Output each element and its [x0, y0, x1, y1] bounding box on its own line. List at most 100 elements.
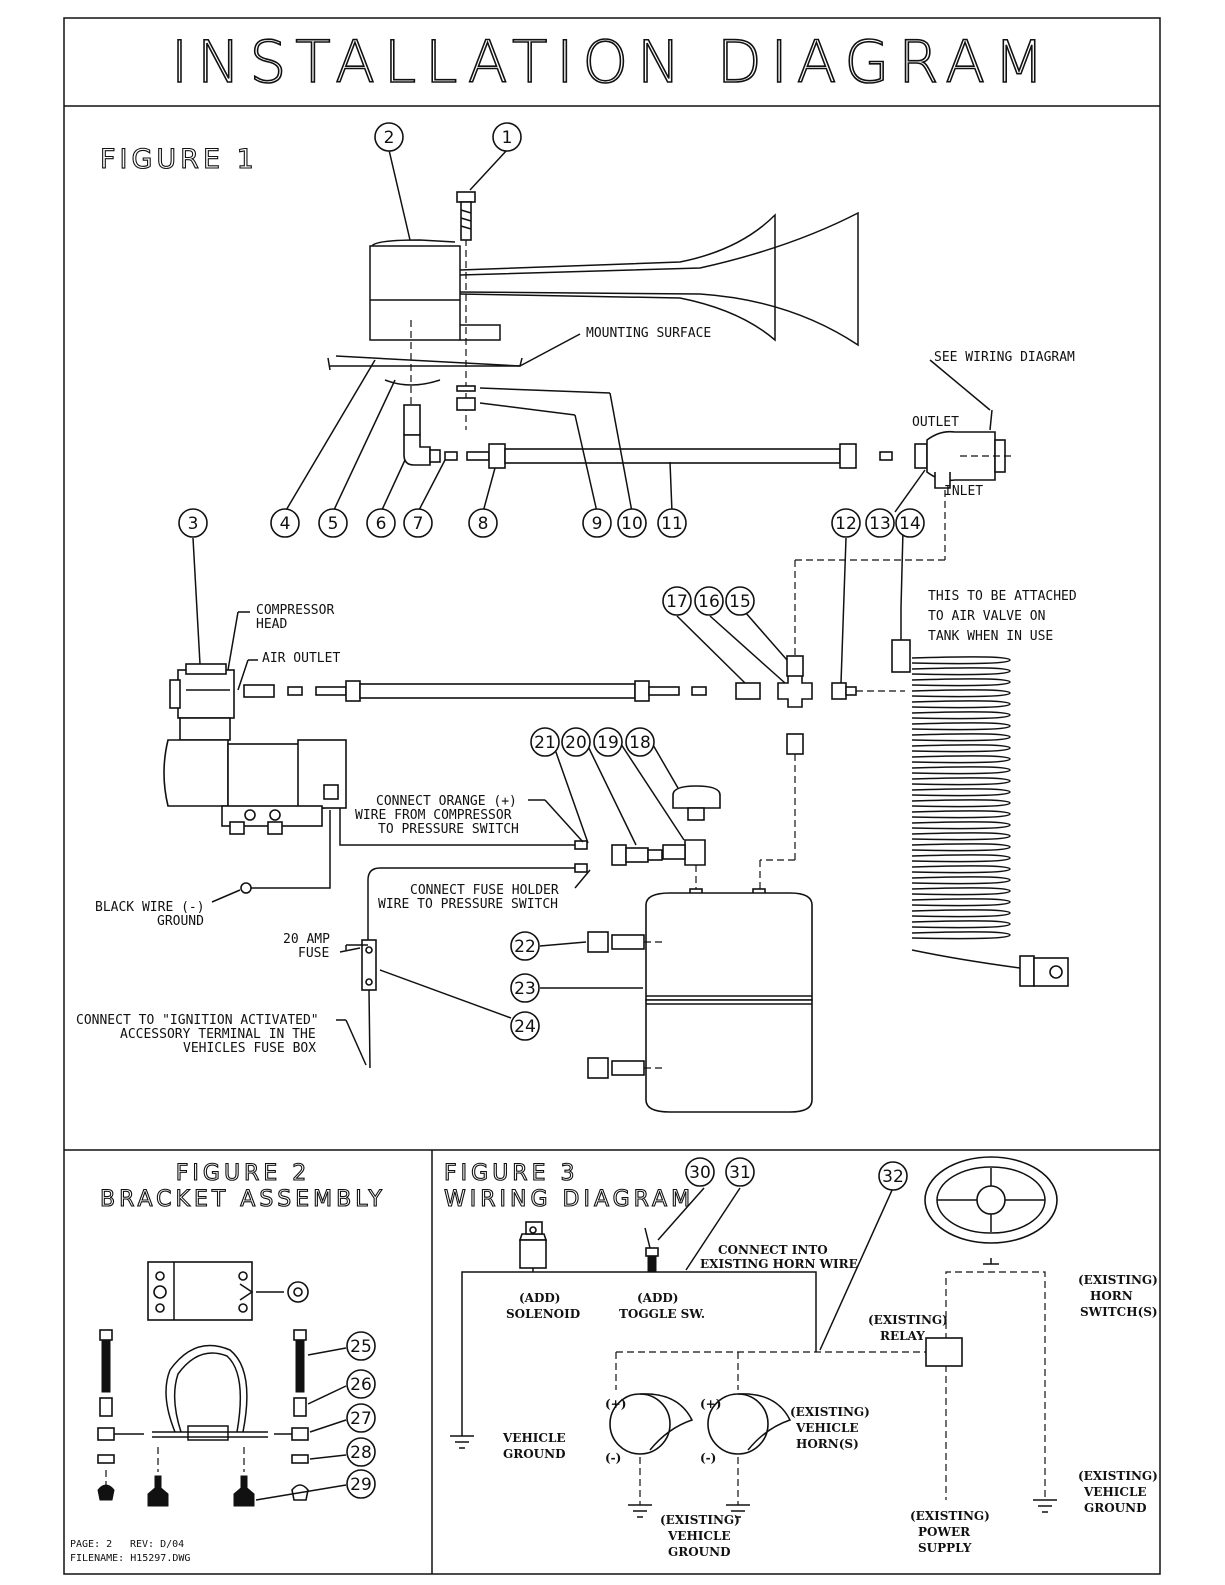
existing-relay-1: (EXISTING): [868, 1313, 948, 1327]
part-callout-circle: [510, 1011, 540, 1041]
existing-vehicle-ground-3: GROUND: [668, 1545, 731, 1559]
existing-horns-1: (EXISTING): [790, 1405, 870, 1419]
part-callout-circle: [346, 1331, 376, 1361]
part-callout-32: 32: [878, 1161, 908, 1191]
existing-horn-switch-1: (EXISTING): [1078, 1273, 1158, 1287]
part-callout-17: 17: [662, 586, 692, 616]
part-callout-circle: [346, 1437, 376, 1467]
connect-fuse-holder-label-2: WIRE TO PRESSURE SWITCH: [378, 897, 558, 912]
part-callout-30: 30: [685, 1157, 715, 1187]
attach-note-line-1: THIS TO BE ATTACHED: [928, 589, 1077, 604]
part-callout-6: 6: [366, 508, 396, 538]
footer-page: PAGE: 2: [70, 1539, 112, 1550]
existing-vehicle-ground-1: (EXISTING): [660, 1513, 740, 1527]
part-callout-22: 22: [510, 931, 540, 961]
part-callout-9: 9: [582, 508, 612, 538]
part-callout-number: 11: [661, 514, 683, 534]
footer-rev: REV: D/04: [130, 1539, 184, 1550]
part-callout-circle: [662, 586, 692, 616]
part-callout-21: 21: [530, 727, 560, 757]
part-callout-25: 25: [346, 1331, 376, 1361]
part-callout-circle: [582, 508, 612, 538]
part-callout-number: 17: [666, 592, 688, 612]
part-callout-number: 22: [514, 937, 536, 957]
part-callout-circle: [492, 122, 522, 152]
attach-note-line-2: TO AIR VALVE ON: [928, 609, 1045, 624]
part-callout-number: 14: [899, 514, 921, 534]
vehicle-ground-1: VEHICLE: [502, 1431, 566, 1445]
compressor-part-3: [163, 663, 347, 835]
part-callout-7: 7: [403, 508, 433, 538]
coiled-hose-part-14: [891, 608, 1069, 987]
part-callout-number: 10: [621, 514, 643, 534]
add-toggle-1: (ADD): [637, 1291, 678, 1305]
pressure-switch-assembly: [611, 785, 795, 890]
part-callout-number: 2: [384, 128, 395, 148]
part-callout-circle: [510, 973, 540, 1003]
part-callout-31: 31: [725, 1157, 755, 1187]
existing-vehicle-ground-2: VEHICLE: [667, 1529, 731, 1543]
washer-part-10: [456, 385, 476, 392]
part-callout-circle: [178, 508, 208, 538]
part-callout-number: 1: [502, 128, 513, 148]
part-callout-10: 10: [617, 508, 647, 538]
part-callout-number: 7: [413, 514, 424, 534]
part-callout-number: 15: [729, 592, 751, 612]
add-toggle-2: TOGGLE SW.: [619, 1307, 705, 1321]
add-solenoid-2: SOLENOID: [506, 1307, 580, 1321]
page-frame: [63, 17, 1161, 1575]
part-callout-circle: [346, 1369, 376, 1399]
part-callout-15: 15: [725, 586, 755, 616]
part-callout-29: 29: [346, 1469, 376, 1499]
add-solenoid-1: (ADD): [519, 1291, 560, 1305]
air-tank-part-23: [587, 888, 813, 1113]
part-callout-23: 23: [510, 973, 540, 1003]
part-callout-number: 29: [350, 1475, 372, 1495]
part-callout-number: 18: [629, 733, 651, 753]
existing-power-supply-3: SUPPLY: [918, 1541, 972, 1555]
part-callout-number: 19: [597, 733, 619, 753]
air-outlet-label: AIR OUTLET: [262, 651, 340, 666]
existing-relay-2: RELAY: [880, 1329, 925, 1343]
existing-vehicle-ground-b-3: GROUND: [1084, 1501, 1147, 1515]
part-callout-circle: [865, 508, 895, 538]
part-callout-circle: [593, 727, 623, 757]
part-callout-circle: [657, 508, 687, 538]
part-callout-number: 26: [350, 1375, 372, 1395]
connect-horn-wire-2: EXISTING HORN WIRE: [700, 1257, 858, 1271]
compressor-head-label-2: HEAD: [256, 617, 287, 632]
horn-1-plus: (+): [605, 1397, 626, 1411]
attach-note-line-3: TANK WHEN IN USE: [928, 629, 1053, 644]
connect-orange-label-3: TO PRESSURE SWITCH: [378, 822, 519, 837]
mounting-surface-label: MOUNTING SURFACE: [586, 326, 711, 341]
horn-2-minus: (-): [700, 1451, 716, 1465]
part-callout-13: 13: [865, 508, 895, 538]
part-callout-circle: [510, 931, 540, 961]
part-callout-4: 4: [270, 508, 300, 538]
existing-power-supply-2: POWER: [918, 1525, 971, 1539]
compressor-wires: [240, 808, 588, 1069]
part-callout-circle: [403, 508, 433, 538]
part-callout-circle: [561, 727, 591, 757]
part-callout-circle: [685, 1157, 715, 1187]
part-callout-number: 12: [835, 514, 857, 534]
horn-1-minus: (-): [605, 1451, 621, 1465]
part-callout-number: 20: [565, 733, 587, 753]
part-callout-circle: [725, 1157, 755, 1187]
wiring-diagram: [450, 1156, 1058, 1518]
inlet-label: INLET: [944, 484, 983, 499]
part-callout-circle: [831, 508, 861, 538]
part-callout-number: 8: [478, 514, 489, 534]
figure-3-label-2: WIRING DIAGRAM: [444, 1187, 694, 1212]
part-callout-20: 20: [561, 727, 591, 757]
part-callout-circle: [346, 1403, 376, 1433]
part-callout-circle: [895, 508, 925, 538]
vehicle-ground-2: GROUND: [503, 1447, 566, 1461]
air-horn-assembly: [327, 195, 859, 440]
part-callout-circle: [694, 586, 724, 616]
part-callout-24: 24: [510, 1011, 540, 1041]
part-callout-number: 28: [350, 1443, 372, 1463]
part-callout-27: 27: [346, 1403, 376, 1433]
part-callout-circle: [617, 508, 647, 538]
